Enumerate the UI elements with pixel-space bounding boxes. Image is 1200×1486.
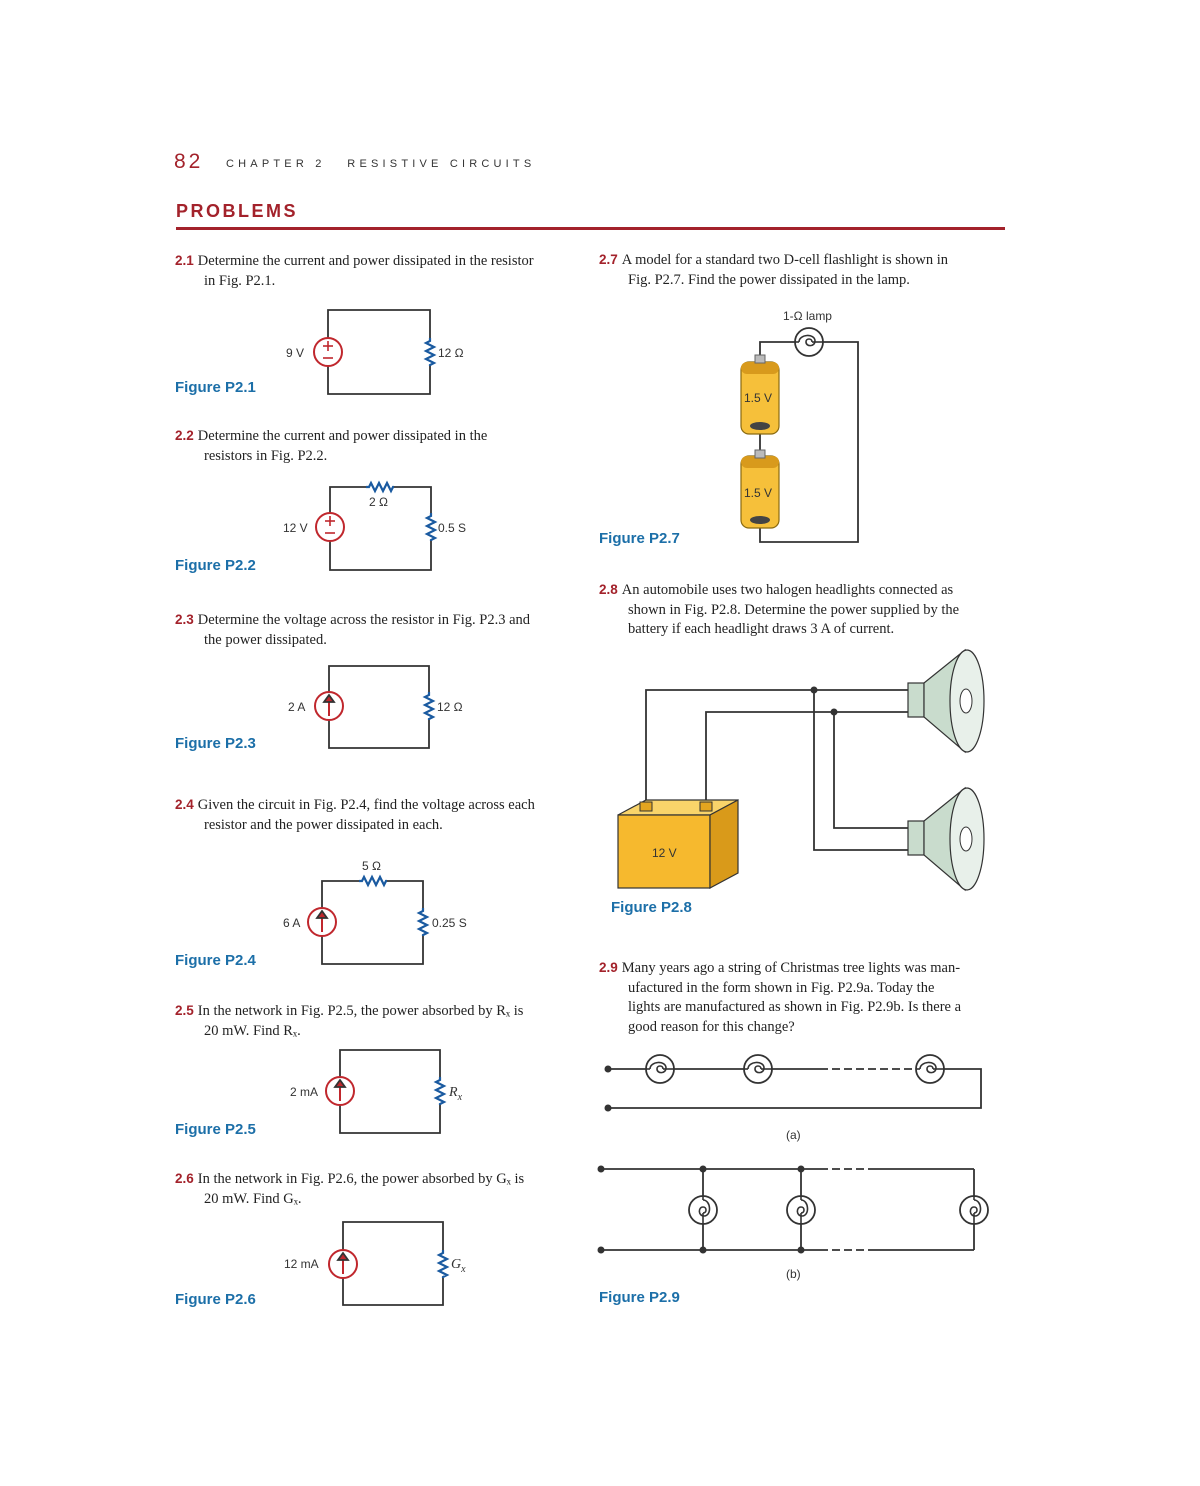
battery-label: 12 V	[652, 846, 677, 860]
figure-p2-9a	[604, 1054, 982, 1112]
figure-caption-p2-3: Figure P2.3	[175, 735, 256, 752]
problem-text: Given the circuit in Fig. P2.4, find the…	[197, 797, 535, 813]
figure-caption-p2-2: Figure P2.2	[175, 557, 256, 574]
source-label: 12 V	[283, 521, 308, 535]
problem-text: Fig. P2.7. Find the power dissipated in …	[628, 271, 910, 288]
problem-text: Determine the current and power dissipat…	[197, 253, 534, 269]
problem-text: 20 mW. Find Gₓ.	[204, 1190, 302, 1207]
problem-text: Determine the current and power dissipat…	[197, 428, 488, 444]
problem-text: A model for a standard two D-cell flashl…	[621, 252, 948, 268]
problem-text: In the network in Fig. P2.5, the power a…	[197, 1003, 524, 1019]
figure-p2-7	[740, 327, 859, 543]
page-number: 82	[174, 150, 204, 173]
figure-p2-6	[328, 1221, 451, 1306]
problem-number: 2.3	[175, 612, 194, 627]
figure-caption-p2-5: Figure P2.5	[175, 1121, 256, 1138]
d-cell-top	[740, 354, 780, 435]
battery	[617, 798, 739, 890]
figure-p2-4	[307, 873, 431, 965]
problem-text: resistors in Fig. P2.2.	[204, 447, 328, 464]
figure-p2-2	[315, 479, 439, 571]
figure-p2-3	[314, 665, 437, 749]
cell-label: 1.5 V	[744, 391, 772, 405]
source-label: 6 A	[283, 916, 300, 930]
figure-caption-p2-9: Figure P2.9	[599, 1289, 680, 1306]
figure-p2-8	[617, 648, 985, 892]
d-cell-bottom	[740, 449, 780, 529]
problem-text: lights are manufactured as shown in Fig.…	[628, 999, 962, 1015]
problem-text: In the network in Fig. P2.6, the power a…	[197, 1171, 525, 1187]
section-rule	[176, 227, 1005, 230]
resistor-label: 2 Ω	[369, 495, 388, 509]
subfigure-label-a: (a)	[786, 1128, 801, 1142]
cell-label: 1.5 V	[744, 486, 772, 500]
resistor-label: Rx	[448, 1085, 463, 1103]
problem-number: 2.1	[175, 253, 194, 268]
figure-caption-p2-8: Figure P2.8	[611, 899, 692, 916]
resistor-label: Gx	[451, 1257, 466, 1275]
figure-p2-9b	[597, 1165, 989, 1254]
resistor-label: 12 Ω	[437, 700, 463, 714]
figure-p2-1	[313, 309, 438, 395]
figure-caption-p2-4: Figure P2.4	[175, 952, 256, 969]
problem-text: in Fig. P2.1.	[204, 272, 276, 289]
source-label: 2 A	[288, 700, 305, 714]
figure-caption-p2-7: Figure P2.7	[599, 530, 680, 547]
problem-text: resistor and the power dissipated in eac…	[204, 816, 443, 833]
problem-text: good reason for this change?	[628, 1018, 795, 1035]
figure-caption-p2-1: Figure P2.1	[175, 379, 256, 396]
source-label: 2 mA	[290, 1085, 318, 1099]
headlight-bottom	[907, 786, 985, 892]
problem-text: An automobile uses two halogen headlight…	[621, 582, 954, 598]
source-label: 12 mA	[284, 1257, 319, 1271]
problem-text: shown in Fig. P2.8. Determine the power …	[628, 601, 960, 618]
source-label: 9 V	[286, 346, 304, 360]
problem-text: Determine the voltage across the resisto…	[197, 612, 530, 628]
figure-caption-p2-6: Figure P2.6	[175, 1291, 256, 1308]
problem-number: 2.2	[175, 428, 194, 443]
problem-text: 20 mW. Find Rₓ.	[204, 1022, 301, 1039]
figure-p2-5	[325, 1049, 448, 1134]
problem-text: the power dissipated.	[204, 631, 327, 648]
problem-number: 2.7	[599, 252, 618, 267]
problem-number: 2.8	[599, 582, 618, 597]
lamp-label: 1-Ω lamp	[783, 309, 832, 323]
resistor-label: 12 Ω	[438, 346, 464, 360]
section-title: PROBLEMS	[176, 201, 299, 221]
headlight-top	[907, 648, 985, 754]
problem-text: Many years ago a string of Christmas tre…	[621, 960, 961, 976]
problem-text: battery if each headlight draws 3 A of c…	[628, 621, 895, 637]
problem-number: 2.9	[599, 960, 618, 975]
resistor-label: 0.25 S	[432, 916, 467, 930]
resistor-label: 5 Ω	[362, 859, 381, 873]
problem-number: 2.4	[175, 797, 194, 812]
problem-number: 2.5	[175, 1003, 194, 1018]
resistor-label: 0.5 S	[438, 521, 466, 535]
chapter-heading: CHAPTER 2 RESISTIVE CIRCUITS	[226, 158, 536, 170]
problem-number: 2.6	[175, 1171, 194, 1186]
problem-text: ufactured in the form shown in Fig. P2.9…	[628, 979, 935, 996]
subfigure-label-b: (b)	[786, 1267, 801, 1281]
